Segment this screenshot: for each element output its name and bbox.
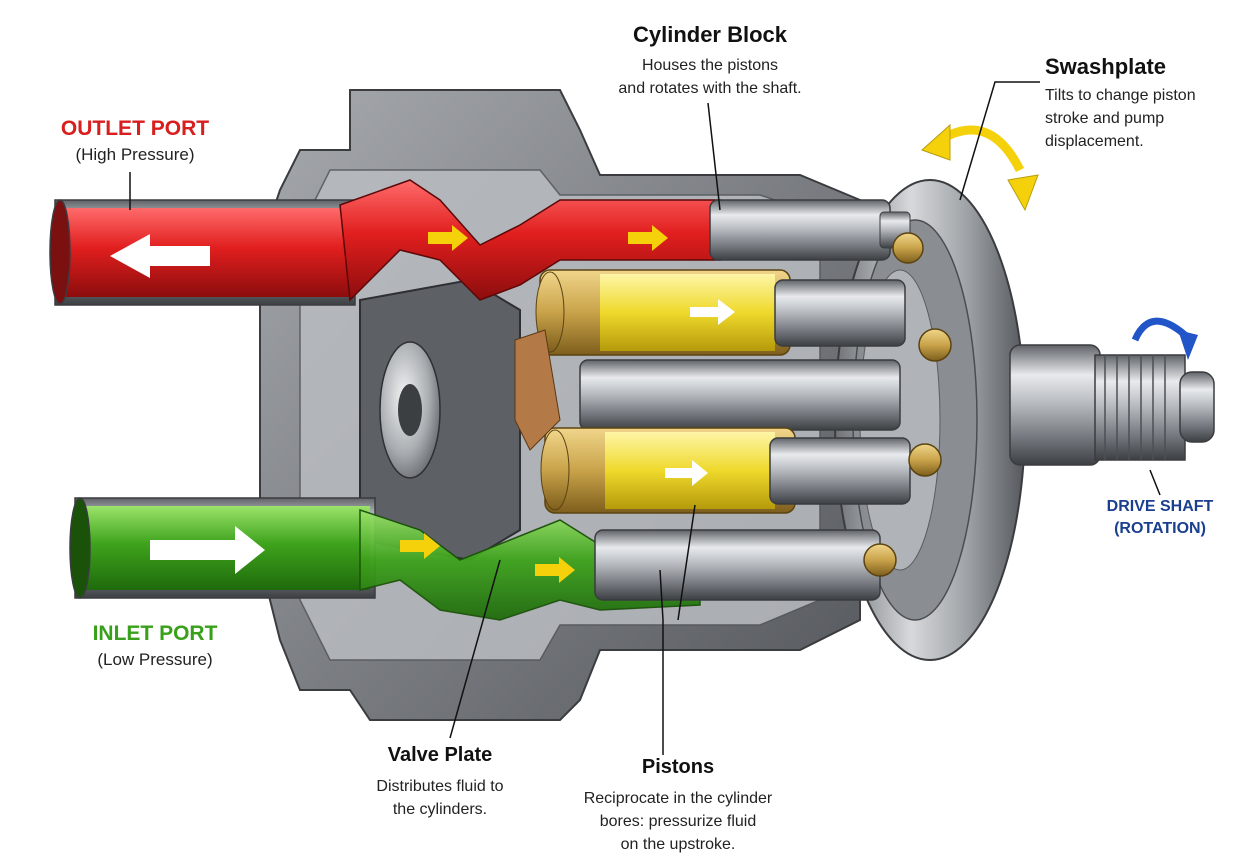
cylinder-block-label: Cylinder Block Houses the pistons and ro… <box>585 22 835 100</box>
arrow-right-icon <box>428 225 468 251</box>
inlet-port-label: INLET PORT (Low Pressure) <box>50 622 260 670</box>
pistons-label: Pistons Reciprocate in the cylinder bore… <box>548 756 808 856</box>
pistons-desc-2: bores: pressurize fluid <box>599 813 757 830</box>
outlet-port-subtitle: (High Pressure) <box>75 145 195 164</box>
swashplate-title: Swashplate <box>1045 54 1167 79</box>
valve-plate <box>359 278 521 562</box>
valve-plate-title: Valve Plate <box>387 744 493 766</box>
curved-arrow-icon <box>1131 317 1198 360</box>
pistons-title: Pistons <box>641 756 715 778</box>
drive-shaft-line-1: DRIVE SHAFT <box>1106 498 1214 515</box>
arrow-right-icon <box>150 526 265 574</box>
leader-pistons <box>659 569 664 755</box>
leader-lines <box>129 81 1161 755</box>
arrow-right-icon <box>628 225 668 251</box>
swashplate-label: Swashplate Tilts to change piston stroke… <box>1045 54 1245 153</box>
leader-pistons-2 <box>677 504 696 621</box>
cylinder-block-desc-1: Houses the pistons <box>641 57 779 74</box>
leader-drive-shaft <box>1149 469 1161 496</box>
leader-cylinder-block <box>707 102 721 211</box>
cylinder-block-desc-2: and rotates with the shaft. <box>618 80 802 97</box>
cylinder-block-title: Cylinder Block <box>632 22 788 47</box>
arrow-right-icon <box>665 460 708 486</box>
arrow-right-icon <box>110 234 210 278</box>
arrow-right-icon <box>690 299 735 325</box>
valve-plate-desc-1: Distributes fluid to <box>376 778 504 795</box>
leader-swashplate <box>959 81 1040 201</box>
pistons-desc-3: on the upstroke. <box>620 836 736 853</box>
inlet-port-title: INLET PORT <box>92 622 218 645</box>
valve-plate-label: Valve Plate Distributes fluid to the cyl… <box>340 744 540 821</box>
flow-arrows <box>110 225 735 583</box>
arrow-right-icon <box>400 533 440 559</box>
outlet-port-title: OUTLET PORT <box>60 117 210 140</box>
inlet-port-subtitle: (Low Pressure) <box>97 650 213 669</box>
pistons <box>514 199 952 601</box>
outlet-port-label: OUTLET PORT (High Pressure) <box>30 117 240 165</box>
drive-shaft-label: DRIVE SHAFT (ROTATION) <box>1080 496 1240 540</box>
swashplate-desc-3: displacement. <box>1045 133 1144 150</box>
swashplate-desc-2: stroke and pump <box>1045 110 1165 127</box>
arrow-right-icon <box>535 557 575 583</box>
drive-shaft-line-2: (ROTATION) <box>1114 520 1206 537</box>
swashplate-desc-1: Tilts to change piston <box>1045 87 1196 104</box>
valve-plate-desc-2: the cylinders. <box>392 801 488 818</box>
leader-valve-plate <box>449 559 501 739</box>
curved-double-arrow-icon <box>921 123 1039 212</box>
drive-shaft <box>1009 344 1215 466</box>
pistons-desc-1: Reciprocate in the cylinder <box>583 790 773 807</box>
